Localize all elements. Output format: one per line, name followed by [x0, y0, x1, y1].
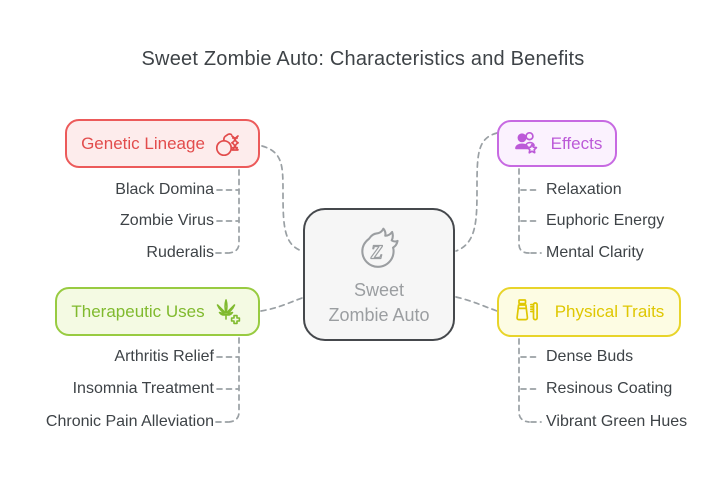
branch-label: Therapeutic Uses	[71, 301, 205, 321]
tube-brush-icon	[514, 297, 546, 327]
item-vibrant-green-hues: Vibrant Green Hues	[546, 413, 688, 430]
branch-genetic-lineage: Genetic Lineage	[65, 119, 260, 168]
branch-label: Genetic Lineage	[81, 133, 205, 153]
svg-text:Z: Z	[370, 241, 383, 263]
item-resinous-coating: Resinous Coating	[546, 380, 673, 397]
item-chronic-pain-alleviation: Chronic Pain Alleviation	[45, 413, 214, 430]
item-ruderalis: Ruderalis	[146, 244, 214, 261]
center-node-sweet-zombie-auto: Z Sweet Zombie Auto	[303, 208, 455, 341]
connector-genetic-spine	[228, 169, 240, 254]
connector-genetic-center	[261, 145, 303, 252]
users-star-icon	[512, 129, 542, 159]
z-flame-icon: Z	[354, 224, 404, 275]
item-zombie-virus: Zombie Virus	[120, 212, 214, 229]
branch-therapeutic-uses: Therapeutic Uses	[55, 287, 260, 336]
connector-effects-spine	[518, 168, 530, 254]
center-label-line1: Sweet	[353, 280, 405, 300]
fruit-dna-icon	[214, 131, 244, 157]
item-black-domina: Black Domina	[115, 181, 214, 198]
connector-therapeutic-center	[260, 297, 303, 312]
item-relaxation: Relaxation	[546, 181, 622, 198]
center-label-line2: Zombie Auto	[328, 305, 430, 325]
cannabis-leaf-plus-icon	[214, 298, 244, 326]
item-mental-clarity: Mental Clarity	[546, 244, 644, 261]
branch-physical-traits: Physical Traits	[497, 287, 681, 337]
item-insomnia-treatment: Insomnia Treatment	[72, 380, 214, 397]
item-arthritis-relief: Arthritis Relief	[114, 348, 214, 365]
item-euphoric-energy: Euphoric Energy	[546, 212, 665, 229]
connector-therapeutic-spine	[228, 337, 240, 423]
branch-label: Effects	[550, 133, 603, 153]
connector-effects-center	[455, 132, 498, 252]
item-dense-buds: Dense Buds	[546, 348, 634, 365]
branch-label: Physical Traits	[554, 302, 665, 321]
connector-physical-spine	[518, 338, 530, 423]
diagram-title: Sweet Zombie Auto: Characteristics and B…	[141, 48, 585, 70]
branch-effects: Effects	[497, 120, 617, 167]
connector-physical-center	[455, 296, 498, 312]
